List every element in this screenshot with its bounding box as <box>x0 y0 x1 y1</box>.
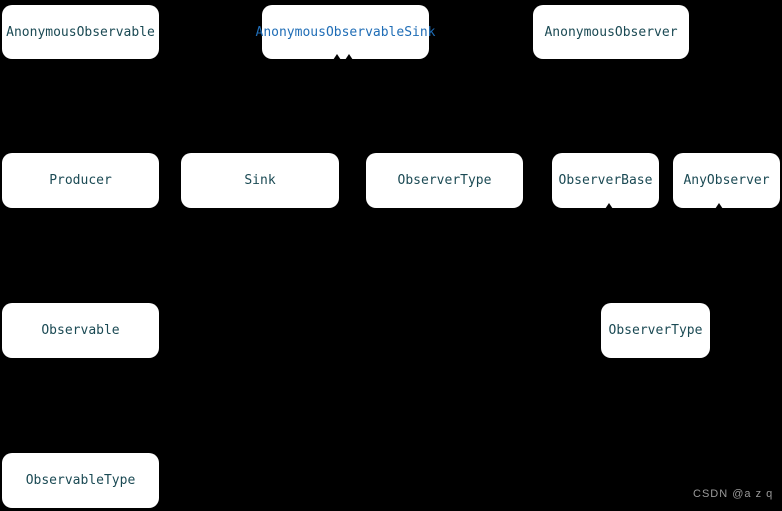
inheritance-arrowhead-icon <box>715 203 723 209</box>
class-node-label: AnyObserver <box>683 173 770 188</box>
class-node-label: AnonymousObservableSink <box>255 24 436 40</box>
class-node-label: ObservableType <box>25 473 136 488</box>
class-node-label: ObserverType <box>608 323 703 338</box>
class-node-label: Sink <box>244 173 276 188</box>
class-node-observer-type-lower: ObserverType <box>601 303 710 358</box>
class-node-label: AnonymousObservable <box>6 24 155 40</box>
class-node-any-observer: AnyObserver <box>673 153 780 209</box>
inheritance-arrowhead-icon <box>333 54 341 60</box>
class-node-anonymous-observable-sink: AnonymousObservableSink <box>256 5 436 60</box>
class-node-observable: Observable <box>2 303 159 358</box>
class-node-observer-type-middle: ObserverType <box>366 153 523 208</box>
class-node-label: ObserverBase <box>558 173 653 188</box>
csdn-watermark: CSDN @a z q <box>693 488 774 500</box>
class-node-anonymous-observer: AnonymousObserver <box>533 5 689 59</box>
class-node-label: AnonymousObserver <box>544 24 678 40</box>
inheritance-arrowhead-icon <box>345 54 353 60</box>
class-node-anonymous-observable: AnonymousObservable <box>2 5 159 59</box>
class-node-observer-base: ObserverBase <box>552 153 659 209</box>
class-node-label: ObserverType <box>397 173 492 188</box>
class-node-sink: Sink <box>181 153 339 208</box>
class-node-label: Producer <box>49 173 112 188</box>
inheritance-arrowhead-icon <box>605 203 613 209</box>
class-node-label: Observable <box>41 323 120 338</box>
class-node-observable-type: ObservableType <box>2 453 159 508</box>
class-node-producer: Producer <box>2 153 159 208</box>
